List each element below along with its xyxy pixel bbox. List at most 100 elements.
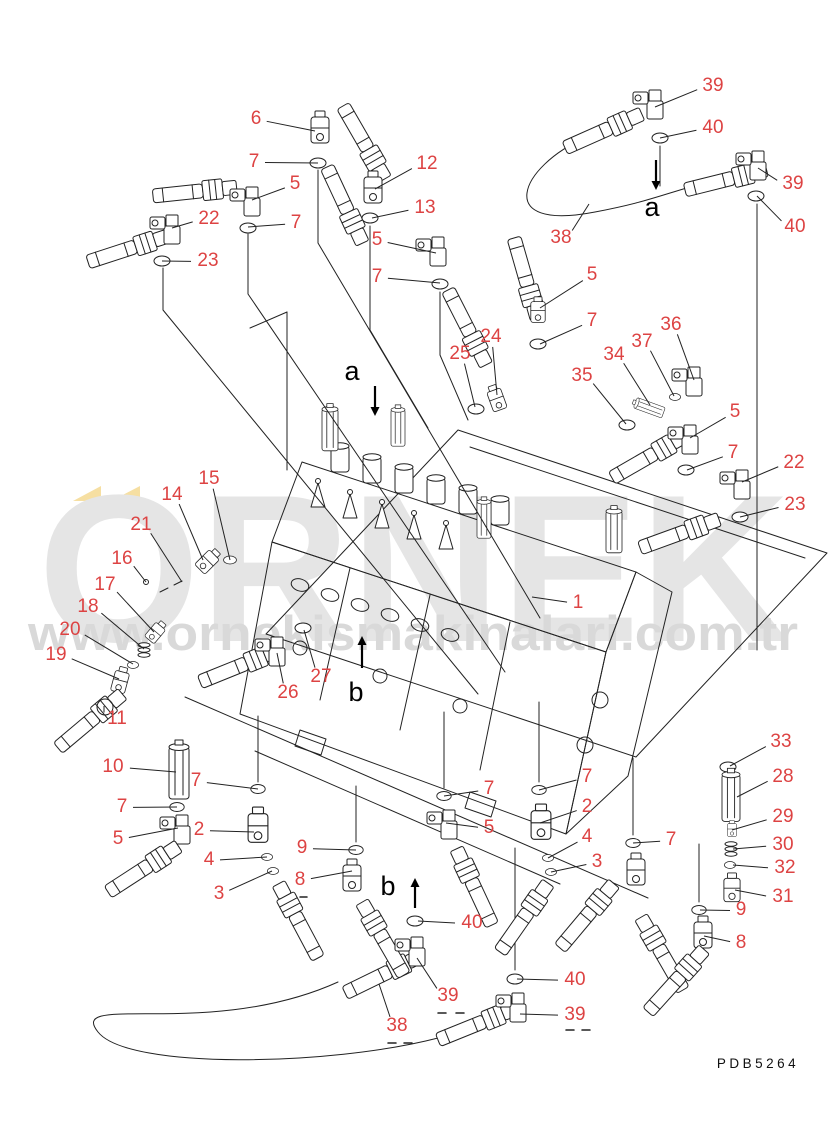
part-number: 38 [550, 227, 571, 248]
leader-line [416, 957, 438, 989]
part-number: 23 [784, 494, 805, 515]
part-number: 40 [564, 969, 585, 990]
part-number: 9 [297, 837, 308, 858]
hose-38-bottom [93, 946, 521, 1061]
part-number: 39 [437, 985, 458, 1006]
leader-line [171, 221, 193, 229]
leader-line [212, 488, 231, 561]
part-number: 3 [592, 851, 603, 872]
leader-line [550, 864, 587, 873]
part-number: 39 [702, 75, 723, 96]
part-number: 27 [310, 666, 331, 687]
part-number: 40 [702, 117, 723, 138]
part-number: 40 [461, 912, 482, 933]
diagram-line-art [51, 89, 828, 1061]
part-number: 22 [783, 452, 804, 473]
leader-line [547, 841, 578, 859]
part-number: 9 [736, 899, 747, 920]
watermark-brand: ORNEK [38, 451, 790, 686]
view-letter-b: b [380, 871, 395, 901]
leader-line [734, 889, 767, 897]
leader-line [689, 416, 726, 439]
leader-line [731, 819, 767, 831]
part-number: 7 [582, 766, 593, 787]
leader-line [417, 920, 456, 924]
leader-line [539, 280, 584, 309]
view-arrow-head [410, 878, 420, 887]
drawing-code: PDB5264 [717, 1056, 799, 1071]
part-number: 14 [161, 484, 183, 505]
part-number: 2 [194, 819, 205, 840]
part-number: 20 [59, 619, 80, 640]
leader-line [209, 830, 255, 833]
leader-line [654, 89, 698, 108]
leader-line [310, 870, 353, 880]
view-letter-a: a [644, 192, 660, 222]
part-number: 7 [666, 829, 677, 850]
leader-line [133, 565, 147, 583]
part-number: 3 [214, 883, 225, 904]
part-number: 11 [107, 708, 127, 729]
part-number: 5 [730, 401, 741, 422]
fittings-center-top [415, 234, 548, 415]
part-number: 18 [77, 596, 98, 617]
part-number: 35 [571, 365, 592, 386]
leader-line [206, 782, 259, 790]
watermark: ORNEK www.ornekismakinalari.com.tr [27, 451, 798, 686]
part-number: 7 [728, 442, 739, 463]
leader-line [539, 810, 577, 824]
part-number: 7 [372, 266, 383, 287]
part-number: 36 [660, 314, 681, 335]
part-number: 5 [587, 264, 598, 285]
view-letter-a: a [344, 356, 360, 386]
leader-line [443, 790, 479, 797]
part-number: 12 [416, 153, 437, 174]
leader-line [736, 780, 768, 798]
mounting-plate-outline [184, 311, 828, 899]
part-number: 4 [204, 849, 215, 870]
part-number: 7 [249, 151, 260, 172]
part-number: 21 [130, 514, 151, 535]
leader-line [251, 187, 286, 201]
routing-lines [162, 145, 758, 971]
leader-line [219, 856, 268, 861]
part-number: 10 [102, 756, 123, 777]
leader-line [492, 346, 498, 396]
logo-triangle-right [111, 486, 140, 501]
dash-marks [299, 896, 591, 1044]
part-number: 1 [573, 592, 584, 613]
leader-line [129, 767, 177, 773]
part-number: 7 [484, 778, 495, 799]
leader-line [531, 596, 568, 603]
leader-line [732, 864, 769, 869]
leader-line [571, 203, 590, 231]
part-number: 22 [198, 208, 219, 229]
leader-line [519, 1013, 559, 1016]
view-arrow-head [370, 407, 380, 416]
part-number: 34 [603, 344, 625, 365]
part-number: 33 [770, 731, 791, 752]
part-number: 8 [295, 869, 306, 890]
part-number: 5 [372, 229, 383, 250]
part-number: 4 [582, 826, 593, 847]
leader-line [276, 652, 284, 684]
part-number: 8 [736, 932, 747, 953]
leader-line [756, 195, 782, 222]
part-number: 40 [784, 216, 805, 237]
part-number: 31 [772, 886, 793, 907]
callout-layer: 6752223712135739403940385724253637343557… [45, 75, 805, 1036]
part-number: 5 [290, 173, 301, 194]
leader-line [649, 350, 675, 397]
leader-line [128, 827, 179, 839]
leader-line [266, 120, 316, 132]
fittings-bottom-right [491, 761, 741, 1020]
leader-line [101, 612, 145, 650]
part-number: 24 [480, 326, 502, 347]
part-number: 30 [772, 834, 793, 855]
logo-triangle-left [73, 486, 101, 501]
hose-38-top [526, 104, 770, 217]
leader-line [741, 466, 779, 483]
leader-line [71, 658, 120, 680]
